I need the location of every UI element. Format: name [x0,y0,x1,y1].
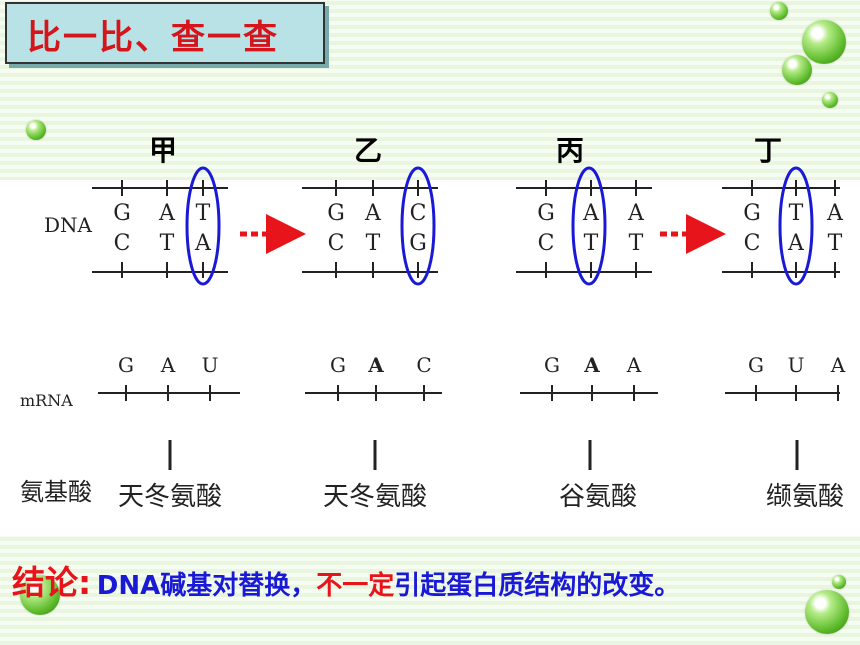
mrna-base: G [118,353,134,377]
dna-base: T [789,201,804,226]
mrna-base: U [202,353,219,377]
dna-base: T [584,231,599,256]
dna-strands [92,187,840,273]
title-box: 比一比、查一查 [5,2,325,64]
bubble-decoration [770,2,788,20]
dna-base: A [787,231,805,256]
dna-base: T [196,201,211,226]
base-pair-ticks [335,180,425,401]
dna-base: T [160,231,175,256]
mrna-base: A [830,353,846,377]
mrna-base: A [626,353,642,377]
row-label-dna: DNA [44,213,93,237]
conclusion-emphasis: 不一定 [316,571,395,601]
mrna-base: G [544,353,560,377]
dna-base: T [828,231,843,256]
amino-acid-label: 天冬氨酸 [118,482,222,512]
dna-base: C [328,231,345,256]
amino-acid-label: 缬氨酸 [766,482,844,512]
dna-base: A [627,201,645,226]
bubble-decoration [802,20,846,64]
amino-acid-label: 谷氨酸 [559,482,637,512]
dna-base: G [409,231,427,256]
column-label: 丙 [556,134,584,167]
dna-base: G [113,201,131,226]
bubble-decoration [805,590,849,634]
base-pair-ticks [751,180,839,401]
conclusion-label: 结论: [12,563,92,602]
bubble-decoration [832,575,846,589]
dna-base: T [366,231,381,256]
dna-base: A [194,231,212,256]
highlight-ellipse [400,166,436,286]
base-pair-ticks [121,180,211,401]
column-label: 乙 [354,134,382,167]
bubble-decoration [20,575,60,615]
mrna-base: A [160,353,176,377]
dna-base: C [744,231,761,256]
dna-base: G [537,201,555,226]
conclusion-part1: DNA碱基对替换， [96,571,317,601]
highlight-ellipse [185,166,221,286]
dna-base: C [114,231,131,256]
mrna-base: G [330,353,346,377]
mrna-base: A [583,353,600,377]
dna-base: A [158,201,176,226]
conclusion: 结论: DNA碱基对替换，不一定引起蛋白质结构的改变。 [12,556,852,604]
dna-base: T [629,231,644,256]
row-label-mrna: mRNA [20,391,73,410]
conclusion-part2: 引起蛋白质结构的改变。 [394,571,681,601]
page-title: 比一比、查一查 [27,18,279,58]
bubble-decoration [822,92,838,108]
amino-links [168,440,799,470]
row-label-amino: 氨基酸 [20,478,92,506]
highlight-ellipse [571,166,607,286]
highlight-ellipses [185,166,814,286]
dna-base: C [538,231,555,256]
amino-acid-label: 天冬氨酸 [323,482,427,512]
bubble-decoration [26,120,46,140]
mrna-base: G [748,353,764,377]
dna-base: A [582,201,600,226]
dna-base: G [743,201,761,226]
bubble-decoration [782,55,812,85]
base-pair-ticks [545,180,637,401]
column-label: 甲 [149,134,177,167]
mrna-base: U [788,353,805,377]
dna-base: C [410,201,427,226]
highlight-ellipse [778,166,814,286]
dna-base: G [327,201,345,226]
mrna-base: A [367,353,384,377]
column-label: 丁 [754,134,782,167]
dna-base: A [826,201,844,226]
dna-base: A [364,201,382,226]
mrna-base: C [416,353,431,377]
